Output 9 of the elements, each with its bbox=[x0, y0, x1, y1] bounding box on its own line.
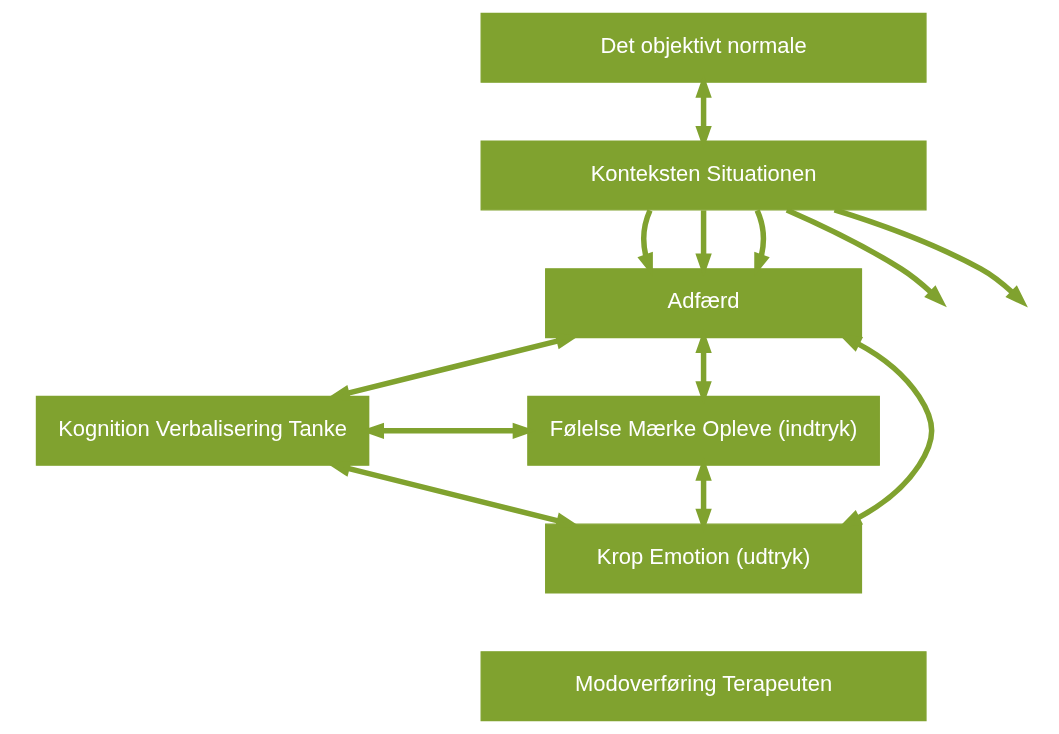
node-box: Det objektivt normale bbox=[480, 12, 927, 83]
node-box: Krop Emotion (udtryk) bbox=[545, 523, 863, 594]
arrow bbox=[833, 207, 1028, 308]
node-box: Kognition Verbalisering Tanke bbox=[35, 395, 370, 466]
arrow bbox=[785, 207, 947, 308]
node-box: Modoverføring Terapeuten bbox=[480, 651, 927, 722]
node-box: Konteksten Situationen bbox=[480, 140, 927, 211]
node-box: Følelse Mærke Opleve (indtryk) bbox=[527, 395, 880, 466]
node-box: Adfærd bbox=[545, 268, 863, 339]
